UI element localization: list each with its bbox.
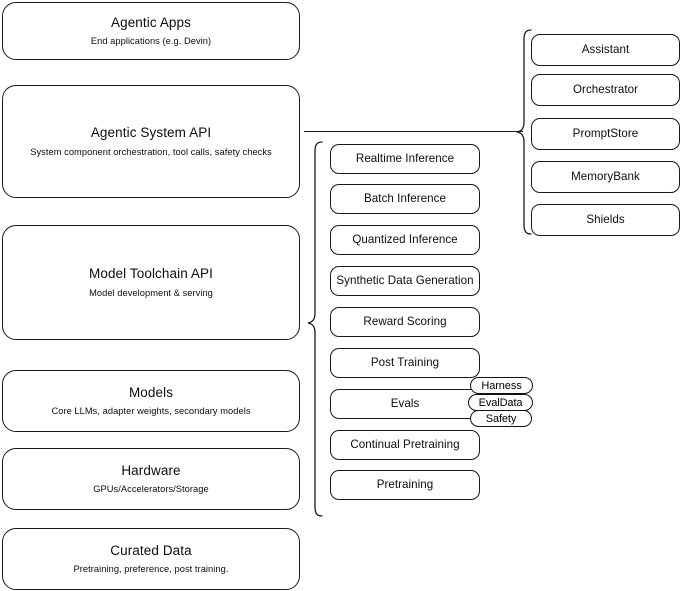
- toolchain-item-realtime-inference[interactable]: Realtime Inference: [330, 144, 480, 174]
- chip-label: Synthetic Data Generation: [336, 274, 474, 288]
- curly-brace-toolchain: [306, 140, 324, 518]
- chip-label: Assistant: [581, 43, 630, 57]
- chip-label: Continual Pretraining: [350, 438, 460, 452]
- layer-subtitle: Core LLMs, adapter weights, secondary mo…: [51, 406, 251, 417]
- evals-badge-safety[interactable]: Safety: [470, 410, 532, 427]
- system-component-orchestrator[interactable]: Orchestrator: [531, 74, 680, 106]
- system-component-promptstore[interactable]: PromptStore: [531, 118, 680, 150]
- layer-models[interactable]: Models Core LLMs, adapter weights, secon…: [2, 370, 300, 432]
- chip-label: Shields: [586, 213, 625, 227]
- toolchain-item-evals[interactable]: Evals: [330, 389, 480, 419]
- chip-label: Realtime Inference: [355, 152, 455, 166]
- system-component-assistant[interactable]: Assistant: [531, 34, 680, 66]
- chip-label: PromptStore: [572, 127, 639, 141]
- layer-hardware[interactable]: Hardware GPUs/Accelerators/Storage: [2, 448, 300, 510]
- layer-agentic-system-api[interactable]: Agentic System API System component orch…: [2, 85, 300, 198]
- toolchain-item-pretraining[interactable]: Pretraining: [330, 470, 480, 500]
- toolchain-item-batch-inference[interactable]: Batch Inference: [330, 184, 480, 214]
- layer-subtitle: Pretraining, preference, post training.: [73, 564, 229, 575]
- layer-subtitle: GPUs/Accelerators/Storage: [93, 484, 209, 495]
- layer-subtitle: System component orchestration, tool cal…: [30, 146, 272, 157]
- chip-label: Quantized Inference: [352, 233, 458, 247]
- layer-model-toolchain-api[interactable]: Model Toolchain API Model development & …: [2, 225, 300, 340]
- toolchain-item-reward-scoring[interactable]: Reward Scoring: [330, 307, 480, 337]
- layer-curated-data[interactable]: Curated Data Pretraining, preference, po…: [2, 528, 300, 590]
- chip-label: Batch Inference: [364, 192, 446, 206]
- system-component-memorybank[interactable]: MemoryBank: [531, 161, 680, 193]
- evals-badge-evaldata[interactable]: EvalData: [468, 394, 533, 411]
- layer-title: Model Toolchain API: [89, 266, 213, 282]
- connector-line-system-api-to-components: [304, 131, 523, 133]
- layer-subtitle: Model development & serving: [89, 287, 213, 298]
- chip-label: Orchestrator: [572, 83, 639, 97]
- toolchain-item-continual-pretraining[interactable]: Continual Pretraining: [330, 430, 480, 460]
- toolchain-item-quantized-inference[interactable]: Quantized Inference: [330, 225, 480, 255]
- chip-label: Post Training: [370, 356, 440, 370]
- layer-title: Models: [128, 384, 174, 400]
- curly-brace-system-components: [515, 28, 533, 238]
- evals-badge-harness[interactable]: Harness: [470, 377, 533, 394]
- chip-label: Pretraining: [376, 478, 434, 492]
- layer-title: Hardware: [121, 462, 181, 478]
- system-component-shields[interactable]: Shields: [531, 204, 680, 236]
- layer-subtitle: End applications (e.g. Devin): [90, 36, 212, 47]
- layer-title: Agentic Apps: [110, 14, 191, 30]
- chip-label: Reward Scoring: [363, 315, 447, 329]
- toolchain-item-post-training[interactable]: Post Training: [330, 348, 480, 378]
- toolchain-item-synthetic-data-generation[interactable]: Synthetic Data Generation: [330, 266, 480, 296]
- chip-label: Evals: [390, 397, 420, 411]
- layer-agentic-apps[interactable]: Agentic Apps End applications (e.g. Devi…: [2, 2, 300, 60]
- layer-title: Curated Data: [110, 542, 192, 558]
- chip-label: MemoryBank: [571, 170, 640, 184]
- layer-title: Agentic System API: [90, 125, 212, 141]
